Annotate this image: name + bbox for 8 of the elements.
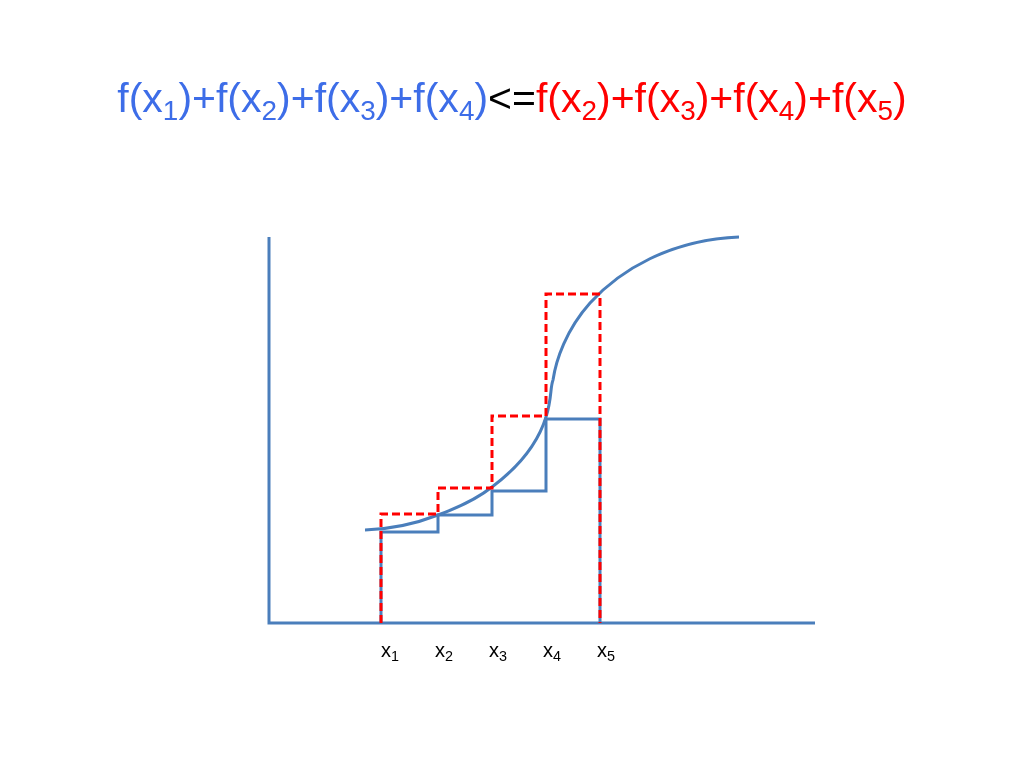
formula-text: f(x$_{2}$)+f(x$_{3}$)+f(x$_{4}$)+f(x$_{5}$): [535, 74, 907, 124]
x-axis-label: x$_{2}$: [435, 638, 453, 662]
x-axis-label: x$_{5}$: [597, 638, 615, 662]
comparison-operator: <=: [488, 74, 536, 123]
formula-text: f(x$_{1}$)+f(x$_{2}$)+f(x$_{3}$)+f(x$_{4}$): [117, 74, 489, 124]
x-axis-label: x$_{3}$: [489, 638, 507, 662]
x-axis-label: x$_{1}$: [381, 638, 399, 662]
x-axis-label: x$_{4}$: [543, 638, 561, 662]
